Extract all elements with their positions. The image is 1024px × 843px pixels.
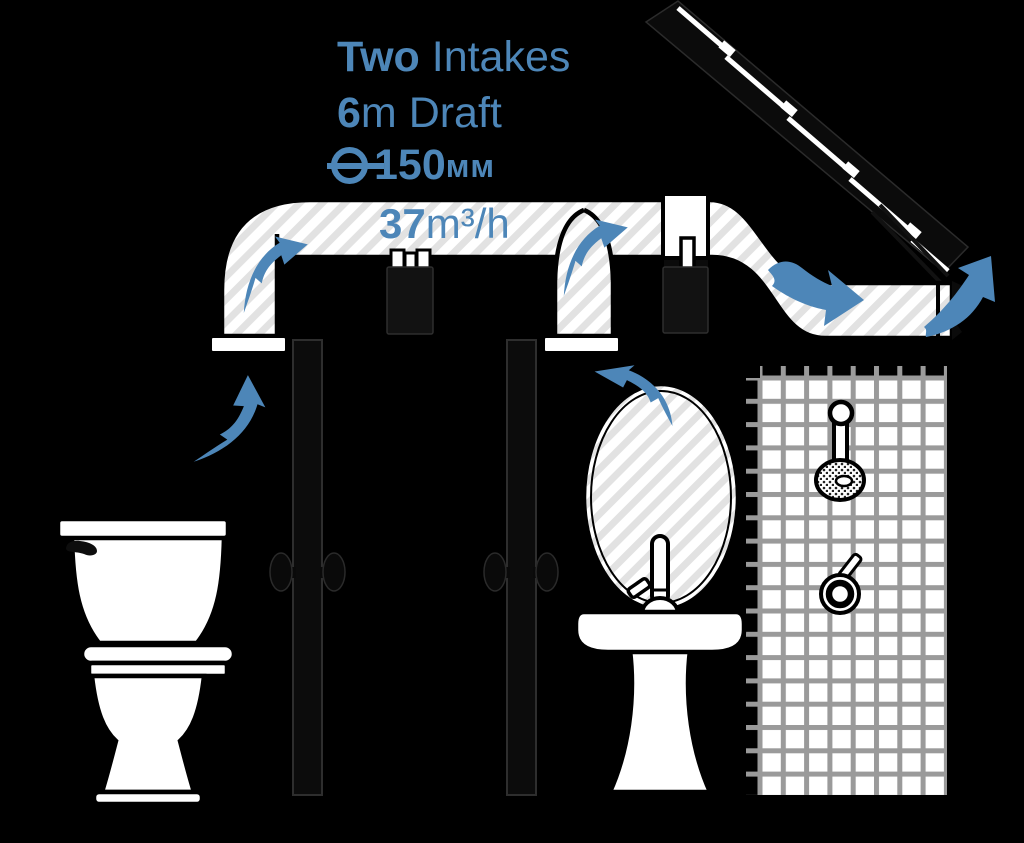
label-two-intakes-bold: Two: [337, 33, 420, 81]
mixer-knob: [825, 579, 855, 609]
intake-flange-right: [541, 334, 622, 355]
door-knobs: [483, 552, 559, 592]
label-diameter-value: 150: [374, 141, 446, 189]
pedestal-sink: [573, 381, 747, 795]
tile-stubs-left: [746, 378, 760, 795]
label-flow-rate: 37m³/h: [379, 203, 510, 245]
toilet-seat-lid: [79, 642, 237, 666]
tiled-shower-wall: [746, 366, 947, 795]
diameter-icon: [327, 147, 384, 184]
tile-stubs-top: [760, 366, 947, 378]
sink-basin: [573, 609, 747, 655]
airflow-arrow-duct-s: [768, 261, 864, 326]
inline-fan-left: [386, 248, 434, 335]
duct-body: [219, 197, 955, 341]
label-two-intakes-rest: Intakes: [419, 33, 571, 81]
toilet-tank-lid: [55, 516, 231, 541]
sink-pedestal: [606, 647, 714, 795]
shower-mixer-valve: [819, 552, 863, 615]
fan-terminals: [389, 248, 432, 271]
inline-fan-right: [662, 266, 709, 334]
intake-flange-left: [208, 334, 289, 355]
fan-body: [386, 266, 434, 335]
toilet-base: [91, 789, 205, 807]
junction-pipe: [679, 236, 696, 272]
door-knobs: [269, 552, 346, 592]
duct-junction-box: [661, 192, 710, 272]
shower-nozzle: [834, 474, 854, 488]
bathroom-door-left: [269, 339, 346, 796]
roof-fascia-lines: [870, 203, 950, 285]
shower-mount: [827, 399, 855, 427]
airflow-arrow-intake-left: [175, 372, 275, 462]
door-panel: [292, 339, 323, 796]
bathroom-door-right: [483, 339, 559, 796]
fan-body: [662, 266, 709, 334]
label-draft-rest: m Draft: [360, 89, 502, 137]
airflow-arrows: [175, 219, 995, 462]
exhaust-duct: [208, 197, 964, 355]
shower-head: [814, 399, 866, 502]
label-draft-bold: 6: [337, 89, 361, 137]
roof: [644, 0, 970, 285]
label-flow-unit: m³/h: [425, 200, 510, 247]
toilet-bowl-pedestal: [89, 673, 207, 795]
door-panel: [506, 339, 537, 796]
toilet-flush-handle: [66, 540, 97, 556]
roof-shingle-steps: [718, 40, 922, 239]
faucet-spout: [650, 534, 670, 606]
diameter-icon-bar: [327, 162, 384, 169]
label-draft: 6m Draft: [337, 92, 502, 135]
label-flow-value: 37: [379, 200, 426, 247]
label-diameter-unit: мм: [445, 147, 496, 184]
label-two-intakes: Two Intakes: [337, 36, 570, 79]
toilet: [55, 516, 237, 807]
airflow-arrow-exit: [924, 256, 995, 337]
faucet-handle: [626, 577, 652, 599]
